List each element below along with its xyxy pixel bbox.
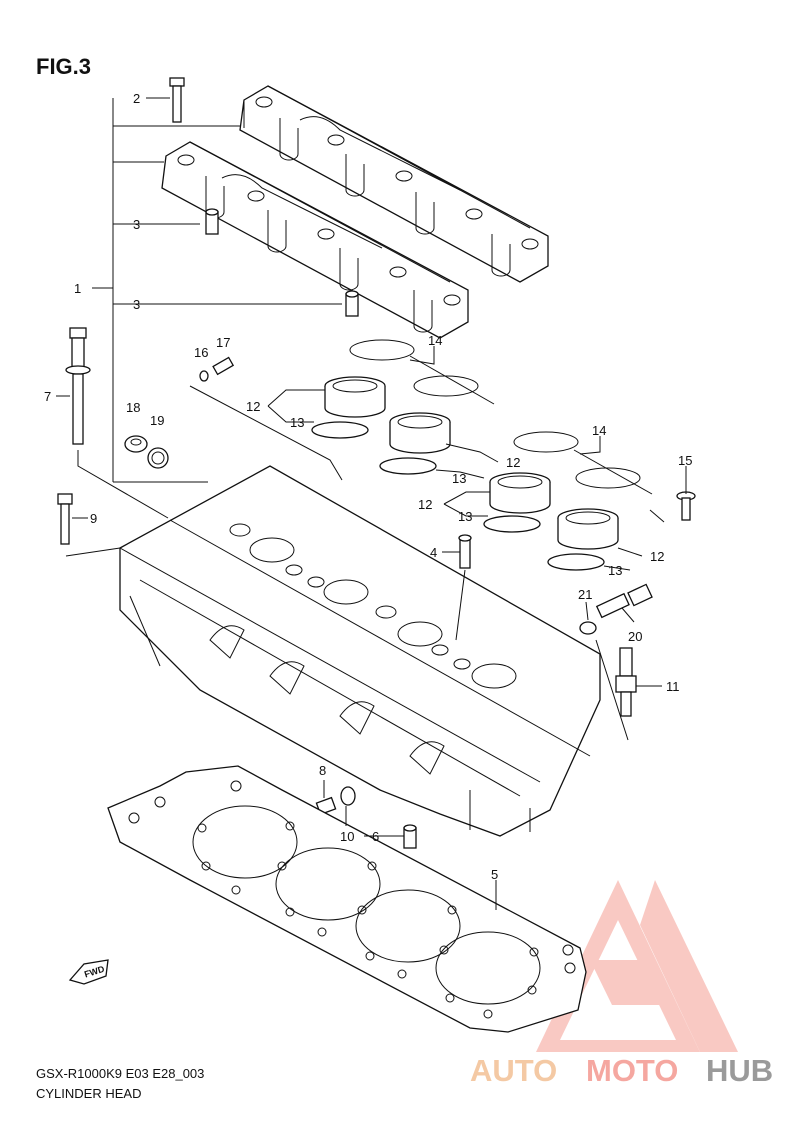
dowel-pin-3b <box>345 290 359 317</box>
intake-pipe-12-c <box>483 472 551 533</box>
callout-12a: 12 <box>246 399 260 414</box>
callout-13a: 13 <box>290 415 304 430</box>
cylinder-head <box>119 465 601 837</box>
camshaft-holder-upper <box>239 85 549 283</box>
washer-16 <box>199 370 209 382</box>
callout-1: 1 <box>74 281 81 296</box>
callout-12d: 12 <box>650 549 664 564</box>
callout-16: 16 <box>194 345 208 360</box>
screw-15 <box>676 491 696 521</box>
spark-plug-11 <box>615 647 637 717</box>
watermark-text-b: MOTO <box>586 1053 678 1088</box>
bolt-2 <box>169 77 185 123</box>
leader-lines <box>56 97 687 910</box>
o-ring-19 <box>147 447 169 469</box>
intake-pipe-12-a <box>311 376 386 439</box>
callout-15: 15 <box>678 453 692 468</box>
callout-2: 2 <box>133 91 140 106</box>
callout-21: 21 <box>578 587 592 602</box>
callout-17: 17 <box>216 335 230 350</box>
callout-13c: 13 <box>458 509 472 524</box>
camshaft-holder-lower <box>161 141 469 339</box>
callout-19: 19 <box>150 413 164 428</box>
stud-4 <box>458 534 472 569</box>
callout-12c: 12 <box>418 497 432 512</box>
dowel-pin-6 <box>403 824 417 849</box>
plug-18 <box>124 435 148 453</box>
bolt-7 <box>65 327 91 445</box>
callout-labels: 1 2 3 3 4 5 6 7 8 9 10 11 12 12 12 12 13… <box>44 91 692 882</box>
gasket-21 <box>579 621 597 635</box>
callout-7: 7 <box>44 389 51 404</box>
watermark-text: AUTO MOTO HUB <box>470 1053 773 1088</box>
callout-11: 11 <box>666 679 680 694</box>
callout-13b: 13 <box>452 471 466 486</box>
bolt-17 <box>212 356 235 376</box>
callout-20: 20 <box>628 629 642 644</box>
callout-14a: 14 <box>428 333 442 348</box>
callout-5: 5 <box>491 867 498 882</box>
callout-18: 18 <box>126 400 140 415</box>
callout-6: 6 <box>372 829 379 844</box>
figure-title: FIG.3 <box>36 54 91 79</box>
callout-3b: 3 <box>133 297 140 312</box>
model-code: GSX-R1000K9 E03 E28_003 <box>36 1066 204 1081</box>
callout-9: 9 <box>90 511 97 526</box>
callout-14b: 14 <box>592 423 606 438</box>
cylinder-head-gasket-5 <box>107 765 587 1033</box>
forward-arrow-icon: FWD <box>68 959 109 985</box>
sensor-20 <box>595 583 653 619</box>
callout-10: 10 <box>340 829 354 844</box>
clamp-14-right <box>513 431 653 495</box>
intake-pipe-12-d <box>547 508 619 571</box>
bolt-9 <box>57 493 73 545</box>
clamp-14-left <box>349 339 495 405</box>
diagram-caption: CYLINDER HEAD <box>36 1086 141 1101</box>
watermark-text-a: AUTO <box>470 1053 557 1088</box>
callout-13d: 13 <box>608 563 622 578</box>
dowel-pin-3a <box>205 208 219 235</box>
washer-10 <box>340 786 356 806</box>
callout-12b: 12 <box>506 455 520 470</box>
callout-8: 8 <box>319 763 326 778</box>
callout-4: 4 <box>430 545 437 560</box>
watermark-text-c: HUB <box>706 1053 773 1088</box>
callout-3a: 3 <box>133 217 140 232</box>
intake-pipe-12-b <box>379 412 451 475</box>
